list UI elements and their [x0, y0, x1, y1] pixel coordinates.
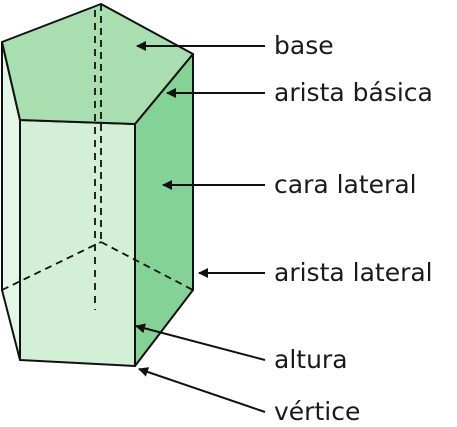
- label-vertice: vértice: [274, 397, 361, 426]
- top-base-face: [1, 3, 194, 125]
- front-lateral-face: [19, 119, 136, 367]
- label-altura: altura: [274, 345, 348, 374]
- label-base: base: [274, 31, 334, 60]
- label-arista-lateral: arista lateral: [274, 258, 433, 287]
- altura-arrow: [135, 323, 266, 361]
- hidden-bottom-edge-right: [100, 241, 194, 291]
- label-cara-lateral: cara lateral: [274, 170, 417, 199]
- hidden-bottom-edge-left: [1, 241, 102, 291]
- vertice-arrow: [138, 367, 266, 413]
- label-arista-basica: arista básica: [274, 78, 433, 107]
